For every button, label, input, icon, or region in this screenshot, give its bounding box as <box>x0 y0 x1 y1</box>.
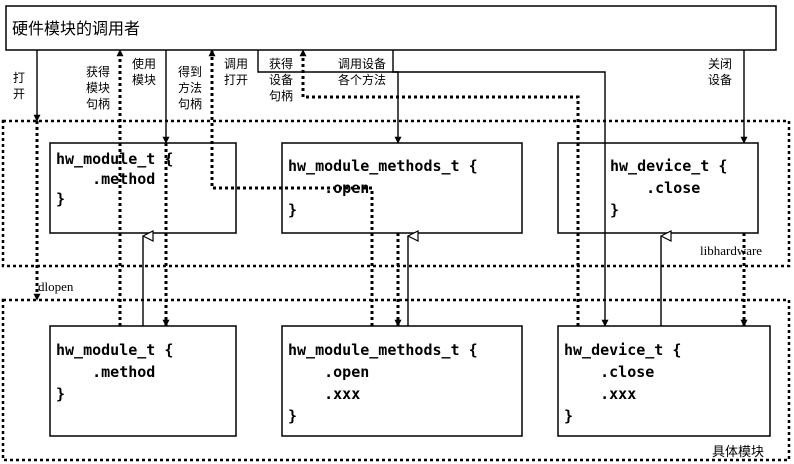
code-line: .method <box>56 363 155 381</box>
get-device-handle-label: 获得 设备 句柄 <box>269 56 293 103</box>
module-region <box>1 298 791 462</box>
label-line: 句柄 <box>269 89 293 103</box>
label-line: 调用设备 <box>338 57 386 71</box>
code-line: hw_module_t { <box>56 341 173 359</box>
call-open-label: 调用 打开 <box>224 57 248 87</box>
libhardware-label: libhardware <box>700 243 762 258</box>
impl-module-box <box>49 325 237 437</box>
dlopen-label: dlopen <box>38 279 74 294</box>
code-line: hw_device_t { <box>610 157 727 175</box>
label-line: 句柄 <box>86 97 110 111</box>
caller-box <box>5 5 777 51</box>
impl-module-code: hw_module_t { .method } <box>56 341 173 403</box>
code-line: } <box>56 190 65 208</box>
impl-device-code: hw_device_t { .close .xxx } <box>564 341 681 425</box>
label-line: 设备 <box>269 73 293 87</box>
code-line: .xxx <box>288 385 360 403</box>
label-line: 方法 <box>178 80 202 95</box>
label-line: 使用 <box>132 56 156 71</box>
lib-module-box <box>49 142 237 234</box>
code-line: .close <box>564 363 654 381</box>
impl-methods-code: hw_module_methods_t { .open .xxx } <box>288 341 478 425</box>
get-method-handle-label: 得到 方法 句柄 <box>178 64 202 111</box>
lib-device-code: hw_device_t { .close } <box>610 157 727 219</box>
label-line: 设备 <box>708 73 732 87</box>
label-line: 打 <box>13 71 25 85</box>
impl-device-box <box>557 325 771 437</box>
module-region-label: 具体模块 <box>712 444 764 459</box>
label-line: 各个方法 <box>338 72 386 87</box>
label-line: 获得 <box>269 56 293 71</box>
get-device-handle-arrow <box>299 49 580 326</box>
call-device-methods-arrow <box>392 50 609 327</box>
code-line: hw_device_t { <box>564 341 681 359</box>
label-line: 获得 <box>86 64 110 79</box>
code-line: } <box>564 407 573 425</box>
use-module-label: 使用 模块 <box>132 56 156 87</box>
code-line: .close <box>610 179 700 197</box>
caller-title: 硬件模块的调用者 <box>12 19 140 38</box>
code-line: .method <box>56 170 155 188</box>
open-label: 打 开 <box>13 71 25 101</box>
code-line: .xxx <box>564 385 636 403</box>
code-line: } <box>288 407 297 425</box>
code-line: .open <box>288 363 369 381</box>
label-line: 开 <box>13 87 25 101</box>
call-open-arrow <box>257 50 402 144</box>
code-line: hw_module_methods_t { <box>288 157 478 175</box>
close-device-label: 关闭 设备 <box>708 57 732 87</box>
call-device-methods-label: 调用设备 各个方法 <box>338 57 386 87</box>
get-module-handle-label: 获得 模块 句柄 <box>86 64 110 111</box>
lib-device-box <box>557 142 759 234</box>
label-line: 得到 <box>178 64 202 79</box>
get-method-handle-arrow <box>208 49 374 326</box>
code-line: hw_module_methods_t { <box>288 341 478 359</box>
label-line: 调用 <box>224 57 248 71</box>
libhardware-region <box>1 119 791 268</box>
code-line: } <box>610 201 619 219</box>
lib-module-code: hw_module_t { .method } <box>56 150 173 208</box>
code-line: } <box>56 385 65 403</box>
label-line: 打开 <box>224 73 248 87</box>
code-line: } <box>288 201 297 219</box>
impl-methods-box <box>281 325 523 437</box>
label-line: 关闭 <box>708 57 732 71</box>
code-line: hw_module_t { <box>56 150 173 168</box>
label-line: 句柄 <box>178 97 202 111</box>
label-line: 模块 <box>132 73 156 87</box>
label-line: 模块 <box>86 81 110 95</box>
